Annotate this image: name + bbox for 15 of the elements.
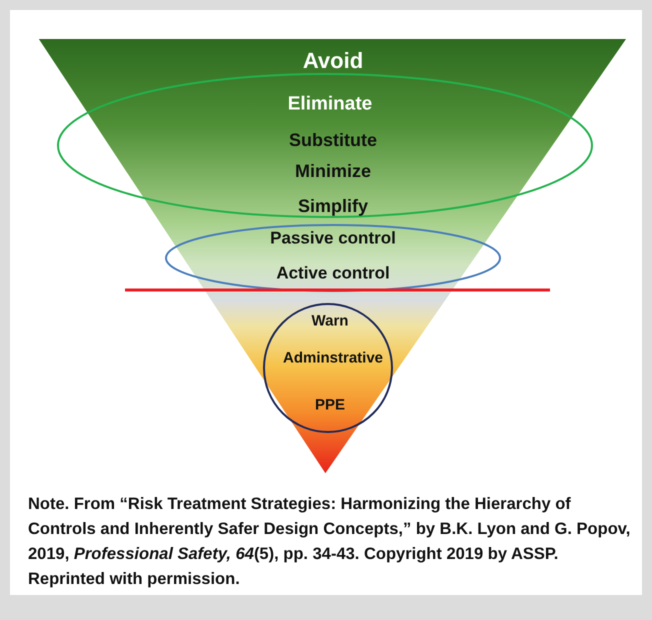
strategy-label: Passive control: [270, 230, 396, 246]
inverted-triangle: [37, 38, 628, 475]
strategy-label: Active control: [276, 264, 390, 282]
strategy-label: PPE: [315, 398, 345, 412]
strategy-label: Substitute: [289, 131, 377, 149]
ellipse-outline: [166, 225, 500, 291]
strategy-label: Warn: [312, 314, 348, 328]
ellipse-outline: [58, 74, 592, 217]
strategy-label: Simplify: [298, 197, 368, 215]
strategy-label: Eliminate: [288, 94, 372, 114]
strategy-label: Avoid: [302, 50, 364, 72]
strategy-label: Minimize: [295, 162, 371, 180]
circle-outline: [264, 304, 392, 432]
note-text: Note. From “Risk Treatment Strategies: Harmonizing the Hierarchy of Controls and Inherently Safer Design Concepts,” by B.K. Lyon and G. Popov, 2019, Professional Safety, 64(5), pp. 34-43. Copyright 2019 by ASSP. Reprinted with permission.: [28, 494, 632, 590]
strategy-label: Adminstrative: [282, 350, 384, 366]
